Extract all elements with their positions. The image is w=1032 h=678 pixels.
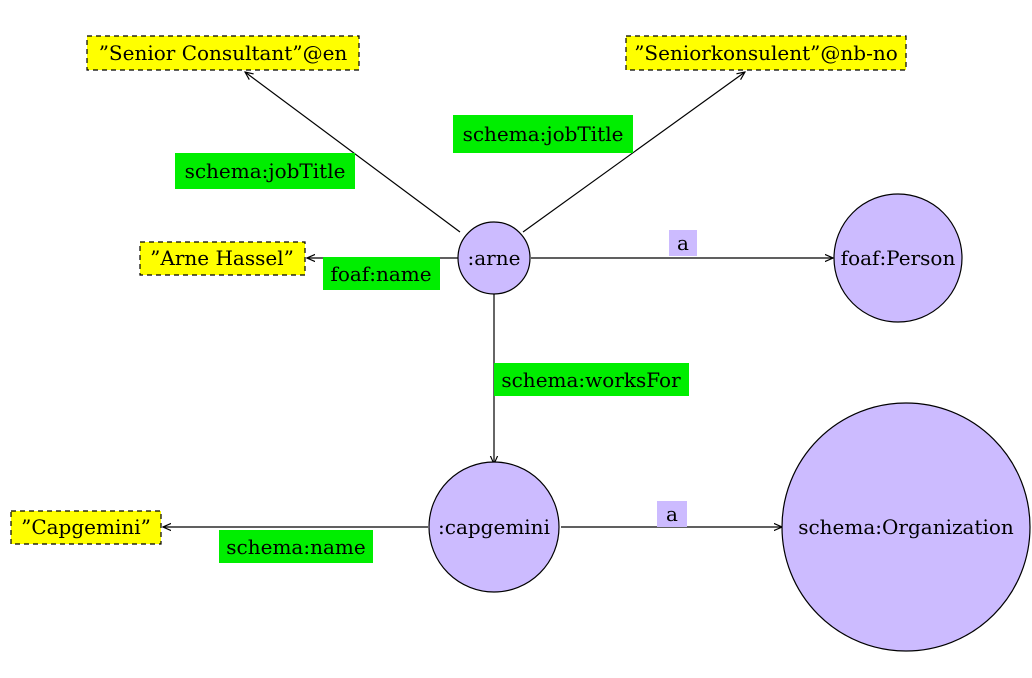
literal-text: ”Seniorkonsulent”@nb-no xyxy=(634,41,898,65)
edge-label-box xyxy=(323,257,440,290)
node-label: :capgemini xyxy=(438,515,550,539)
literal-box xyxy=(10,510,162,545)
edge-label-box xyxy=(657,501,687,527)
edge-label-job-title-en: schema:jobTitle xyxy=(175,153,355,189)
node-schema-organization: schema:Organization xyxy=(781,402,1031,652)
edge-label-box xyxy=(453,115,633,153)
edge-label-capgemini-type: a xyxy=(657,501,687,527)
edge-label-box xyxy=(669,230,697,256)
literal-capgemini: ”Capgemini” xyxy=(10,510,162,545)
edge-label-text: a xyxy=(677,231,689,255)
edge-label-text: schema:worksFor xyxy=(501,368,681,392)
literal-text: ”Capgemini” xyxy=(21,515,151,539)
literal-text: ”Senior Consultant”@en xyxy=(99,41,348,65)
node-label: foaf:Person xyxy=(841,246,956,270)
edge-label-text: a xyxy=(666,502,678,526)
literal-box xyxy=(625,35,907,71)
edge-label-job-title-nb: schema:jobTitle xyxy=(453,115,633,153)
node-foaf-person: foaf:Person xyxy=(833,193,963,323)
edge-label-text: schema:jobTitle xyxy=(463,122,624,146)
edge-arne-senior-consultant xyxy=(245,72,461,233)
literal-box xyxy=(139,241,306,276)
edge-label-box xyxy=(494,363,689,396)
node-circle xyxy=(781,402,1031,652)
literal-text: ”Arne Hassel” xyxy=(150,246,294,270)
edge-label-works-for: schema:worksFor xyxy=(494,363,689,396)
node-label: :arne xyxy=(468,246,521,270)
node-label: schema:Organization xyxy=(798,515,1014,539)
literal-seniorkonsulent: ”Seniorkonsulent”@nb-no xyxy=(625,35,907,71)
literal-arne-hassel: ”Arne Hassel” xyxy=(139,241,306,276)
edge-label-text: schema:jobTitle xyxy=(185,159,346,183)
literal-senior-consultant: ”Senior Consultant”@en xyxy=(86,35,360,71)
literal-box xyxy=(86,35,360,71)
edge-label-text: foaf:name xyxy=(330,262,431,286)
node-capgemini: :capgemini xyxy=(428,461,560,593)
edge-arne-seniorkonsulent xyxy=(522,72,745,233)
edge-label-name: foaf:name xyxy=(323,257,440,290)
edge-label-capgemini-name: schema:name xyxy=(219,530,373,563)
node-circle xyxy=(833,193,963,323)
edge-label-text: schema:name xyxy=(226,535,365,559)
node-circle xyxy=(457,221,531,295)
edge-label-box xyxy=(219,530,373,563)
edge-label-box xyxy=(175,153,355,189)
node-arne: :arne xyxy=(457,221,531,295)
node-circle xyxy=(428,461,560,593)
edge-label-arne-type: a xyxy=(669,230,697,256)
